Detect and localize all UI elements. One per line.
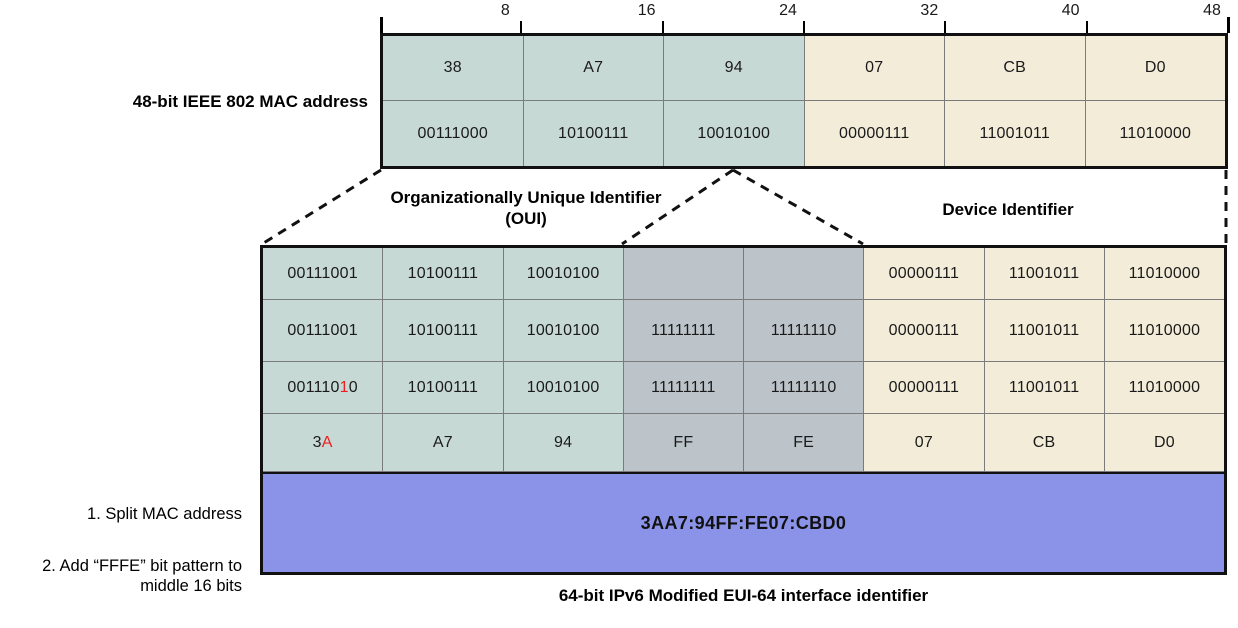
ruler-tick-24 (803, 21, 805, 33)
split-mac-address-cell-6: 11001011 (984, 248, 1105, 299)
modified-eui-64-hex-cell-6: CB (984, 414, 1105, 471)
highlighted-bit: A (321, 433, 333, 451)
ruler-tick-40 (1085, 21, 1088, 33)
cell-text: 3 (312, 433, 322, 451)
modified-eui-64-hex-cell-1: A7 (383, 414, 504, 471)
mac-hex-cell-2: 94 (664, 36, 805, 100)
connector-left (261, 168, 382, 246)
change-bit-7-cell-3: 11111111 (623, 362, 744, 413)
split-mac-address-cell-4 (744, 248, 865, 299)
split-mac-address-cell-2: 10010100 (503, 248, 624, 299)
ruler-label-16: 16 (637, 2, 656, 19)
diagram-caption: 64-bit IPv6 Modified EUI-64 interface id… (558, 586, 929, 605)
add-fffe-bit-pattern-cell-7: 11010000 (1104, 300, 1224, 361)
mac-address-label: 48-bit IEEE 802 MAC address (132, 92, 368, 111)
ruler-tick-32 (944, 21, 947, 33)
modified-eui-64-hex-cell-2: 94 (503, 414, 624, 471)
ipv6-identifier-value: 3AA7:94FF:FE07:CBD0 (640, 512, 847, 533)
mac-binary-cell-3: 00000111 (804, 101, 945, 166)
row-label-add-fffe-bit-pattern: 2. Add “FFFE” bit pattern to middle 16 b… (42, 557, 242, 595)
ruler-tick-8 (520, 21, 523, 33)
modified-eui-64-hex-cell-4: FE (744, 414, 865, 471)
split-mac-address-cell-3 (623, 248, 744, 299)
change-bit-7-cell-7: 11010000 (1104, 362, 1224, 413)
modified-eui-64-hex-cell-5: 07 (864, 414, 985, 471)
mac-hex-cell-1: A7 (523, 36, 664, 100)
ruler-label-48: 48 (1203, 2, 1221, 19)
device-identifier-section-header: Device Identifier (942, 200, 1074, 219)
mac-hex-cell-3: 07 (804, 36, 945, 100)
eui-row-label-column: 1. Split MAC address 2. Add “FFFE” bit p… (0, 245, 250, 595)
change-bit-7-cell-5: 00000111 (864, 362, 985, 413)
mac-binary-cell-2: 10010100 (664, 101, 805, 166)
mac-binary-cell-0: 00111000 (383, 101, 524, 166)
cell-text-suffix: 0 (348, 378, 358, 396)
ruler-tick-0 (380, 17, 383, 33)
ruler-tick-48 (1227, 17, 1230, 33)
add-fffe-bit-pattern-cell-1: 10100111 (383, 300, 504, 361)
highlighted-bit: 1 (339, 378, 349, 396)
change-bit-7-cell-2: 10010100 (503, 362, 624, 413)
modified-eui-64-hex-cell-3: FF (623, 414, 744, 471)
ruler-label-8: 8 (500, 2, 510, 19)
modified-eui-64-hex-cell-7: D0 (1104, 414, 1224, 471)
ruler-label-40: 40 (1061, 2, 1080, 19)
row-label-split-mac-address: 1. Split MAC address (87, 505, 242, 523)
add-fffe-bit-pattern-cell-5: 00000111 (864, 300, 985, 361)
mac-binary-cell-4: 11001011 (945, 101, 1086, 166)
split-mac-address-cell-0: 00111001 (263, 248, 384, 299)
split-mac-address-cell-5: 00000111 (864, 248, 985, 299)
change-bit-7-cell-6: 11001011 (984, 362, 1105, 413)
split-mac-address-cell-7: 11010000 (1104, 248, 1224, 299)
change-bit-7-cell-1: 10100111 (383, 362, 504, 413)
mac-binary-cell-1: 10100111 (523, 101, 664, 166)
add-fffe-bit-pattern-cell-6: 11001011 (984, 300, 1105, 361)
oui-section-header: Organizationally Unique Identifier (OUI) (390, 188, 662, 228)
change-bit-7-cell-4: 11111110 (744, 362, 865, 413)
ruler-label-24: 24 (779, 2, 797, 19)
split-mac-address-cell-1: 10100111 (383, 248, 504, 299)
connector-device-split (732, 168, 864, 246)
mac-binary-cell-5: 11010000 (1085, 101, 1225, 166)
mac-hex-cell-0: 38 (383, 36, 524, 100)
add-fffe-bit-pattern-cell-3: 11111111 (623, 300, 744, 361)
eui-row-ipv6-colon-hex: 3AA7:94FF:FE07:CBD0 (263, 472, 1224, 572)
ruler-tick-16 (661, 21, 664, 33)
ruler-label-32: 32 (920, 2, 939, 19)
add-fffe-bit-pattern-cell-2: 10010100 (503, 300, 624, 361)
add-fffe-bit-pattern-cell-4: 11111110 (744, 300, 865, 361)
add-fffe-bit-pattern-cell-0: 00111001 (263, 300, 384, 361)
bit-position-ruler: 8 16 24 32 40 48 (380, 0, 1230, 33)
mac-hex-cell-4: CB (945, 36, 1086, 100)
cell-text: 001110 (287, 378, 340, 396)
mac-hex-cell-5: D0 (1085, 36, 1225, 100)
